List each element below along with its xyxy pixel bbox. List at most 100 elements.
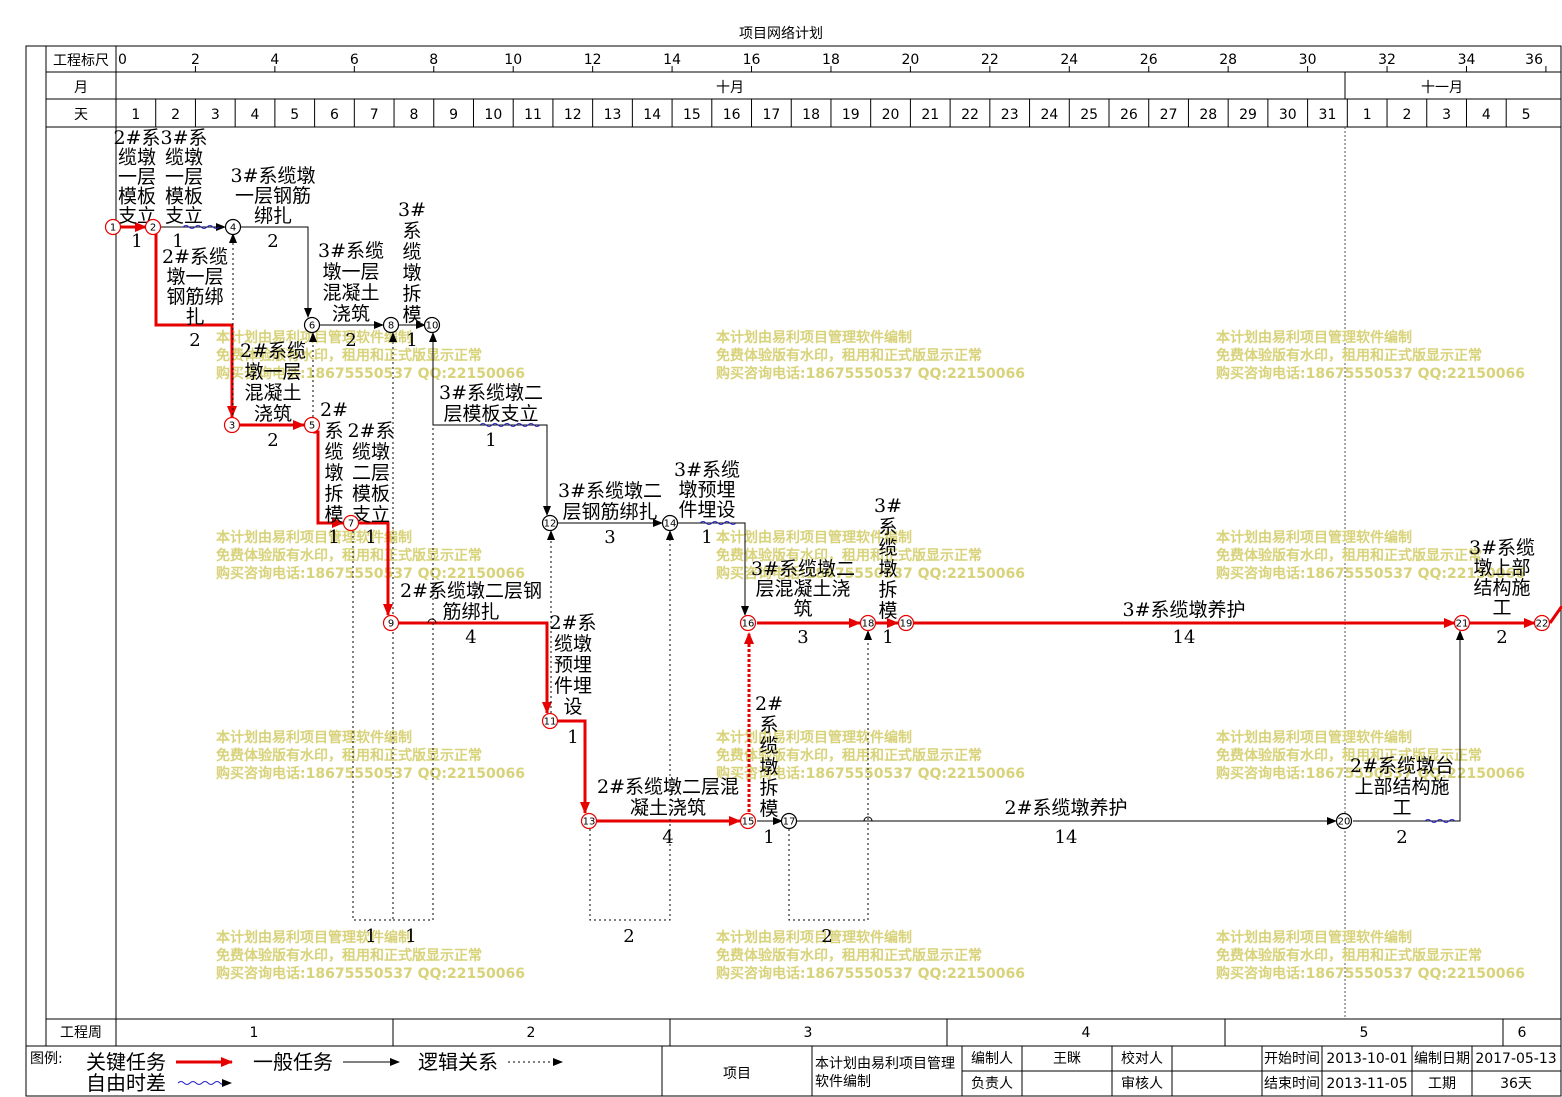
scale-tick-label: 20	[901, 52, 919, 68]
day-cell: 17	[762, 107, 780, 123]
node-20: 20	[1335, 812, 1353, 830]
scale-tick-label: 34	[1458, 52, 1476, 68]
task-label-line: 层钢筋绑扎	[562, 501, 657, 523]
task-label-line: 模板	[352, 483, 390, 505]
node-13: 13	[580, 812, 598, 830]
node-circle	[104, 218, 122, 236]
watermark-text: 本计划由易利项目管理软件编制	[1216, 929, 1412, 946]
node-circle	[580, 812, 598, 830]
day-cell: 21	[921, 107, 939, 123]
node-18: 18	[859, 614, 877, 632]
node-16: 16	[739, 614, 757, 632]
task-label-line: 筋绑扎	[442, 601, 499, 623]
node-number: 14	[664, 519, 677, 530]
task-label-line: 3#系缆	[674, 459, 740, 481]
node-circle	[859, 614, 877, 632]
task-label-line: 缆	[759, 735, 778, 757]
task-duration: 1	[328, 527, 339, 548]
legend-float-wave	[177, 1081, 227, 1085]
task-label-line: 缆	[402, 241, 421, 263]
node-circle	[144, 218, 162, 236]
task-label-line: 一层	[118, 166, 156, 188]
node-21: 21	[1453, 614, 1471, 632]
task-label-line: 3#	[874, 495, 902, 517]
task-duration: 1	[485, 430, 496, 451]
task-label-line: 一层钢筋	[235, 185, 311, 207]
week-5: 5	[1360, 1025, 1369, 1041]
watermark-text: 本计划由易利项目管理软件编制	[716, 929, 912, 946]
day-cell: 13	[604, 107, 622, 123]
task-label-line: 工	[1492, 597, 1511, 619]
node-number: 10	[426, 321, 439, 332]
node-number: 6	[309, 321, 315, 332]
node-circle	[423, 316, 441, 334]
day-cell: 19	[842, 107, 860, 123]
node-number: 11	[544, 717, 557, 728]
node-9: 9	[382, 614, 400, 632]
task-label-line: 2#系缆墩二层钢	[400, 580, 542, 602]
task-label-line: 层模板支立	[443, 403, 538, 425]
node-8: 8	[382, 316, 400, 334]
day-label: 天	[74, 107, 88, 123]
watermark-text: 本计划由易利项目管理软件编制	[716, 329, 912, 346]
task-label-line: 3#系缆墩养护	[1122, 599, 1245, 621]
task-label-line: 墩	[402, 262, 421, 284]
task-label-line: 模	[759, 798, 778, 820]
task-label-line: 缆墩	[352, 441, 390, 463]
node-number: 20	[1338, 817, 1351, 828]
day-cell: 5	[1522, 107, 1531, 123]
day-cell: 10	[484, 107, 502, 123]
month-nov: 十一月	[1421, 80, 1463, 96]
task-label-line: 二层	[352, 462, 390, 484]
day-cell: 27	[1160, 107, 1178, 123]
node-circle	[1533, 614, 1551, 632]
watermark-text: 购买咨询电话:18675550537 QQ:22150066	[716, 965, 1025, 982]
footer-owner-label: 负责人	[971, 1076, 1013, 1092]
task-duration: 1	[365, 527, 376, 548]
node-circle	[739, 812, 757, 830]
task-label-line: 凝土浇筑	[630, 797, 706, 819]
task-label-line: 2#系缆	[240, 340, 306, 362]
footer-duration-label: 工期	[1428, 1076, 1456, 1092]
node-circle	[780, 812, 798, 830]
task-label-line: 2#系缆墩二层混	[597, 776, 739, 798]
node-circle	[382, 614, 400, 632]
task-label-line: 混凝土	[322, 282, 379, 304]
scale-tick-label: 30	[1299, 52, 1317, 68]
task-duration: 3	[797, 627, 808, 648]
task-label-line: 墩一层	[166, 266, 223, 288]
day-cell: 26	[1120, 107, 1138, 123]
task-label-line: 支立	[165, 205, 203, 227]
watermark-text: 购买咨询电话:18675550537 QQ:22150066	[716, 565, 1025, 582]
day-cell: 2	[171, 107, 180, 123]
general-tasks	[161, 223, 1464, 825]
node-3: 3	[223, 416, 241, 434]
day-cell: 18	[802, 107, 820, 123]
task-label-line: 层混凝土浇	[755, 578, 850, 600]
watermark-text: 购买咨询电话:18675550537 QQ:22150066	[1216, 765, 1525, 782]
task-label-line: 缆	[324, 441, 343, 463]
week-6: 6	[1518, 1025, 1527, 1041]
legend-logic: 逻辑关系	[418, 1050, 498, 1074]
scale-tick-label: 36	[1525, 52, 1543, 68]
float-label: 1	[365, 926, 376, 947]
task-label-line: 浇筑	[332, 303, 370, 325]
footer-duration-value: 36天	[1500, 1076, 1532, 1092]
watermark-text: 购买咨询电话:18675550537 QQ:22150066	[216, 965, 525, 982]
legend: 图例: 关键任务 一般任务 逻辑关系 自由时差	[30, 1050, 563, 1095]
watermark-text: 购买咨询电话:18675550537 QQ:22150066	[716, 365, 1025, 382]
node-number: 19	[900, 619, 913, 630]
task-label-line: 3#系缆墩二	[439, 382, 543, 404]
watermark-text: 购买咨询电话:18675550537 QQ:22150066	[1216, 365, 1525, 382]
task-duration: 2	[345, 330, 356, 351]
watermark-text: 购买咨询电话:18675550537 QQ:22150066	[716, 765, 1025, 782]
task-label-line: 2#	[320, 399, 348, 421]
day-cell: 22	[961, 107, 979, 123]
